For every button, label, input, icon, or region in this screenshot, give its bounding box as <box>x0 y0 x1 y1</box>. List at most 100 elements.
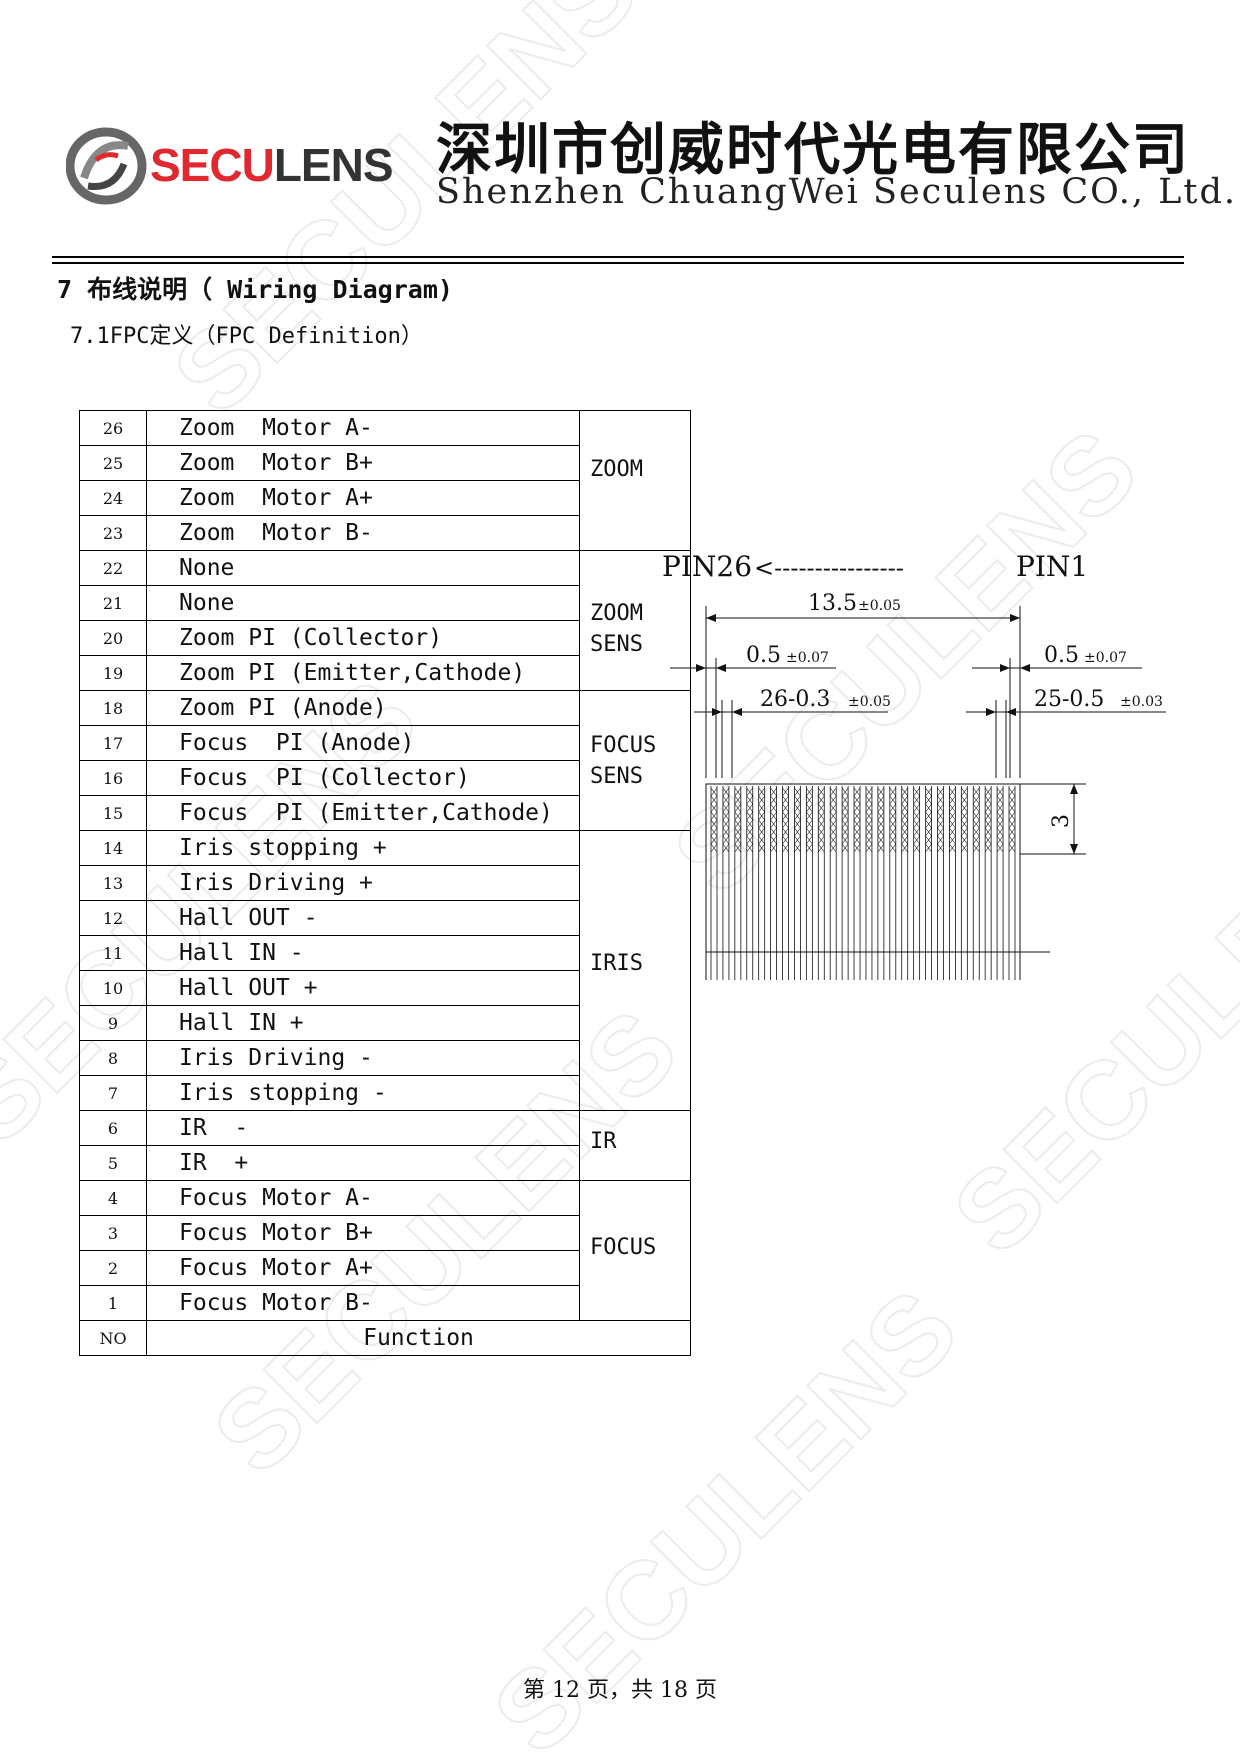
pin-function: Focus Motor A- <box>146 1180 580 1216</box>
fpc-pin <box>913 786 921 980</box>
dim-width-tol: ±0.05 <box>858 598 901 614</box>
pin-function: Iris Driving + <box>146 865 580 901</box>
pin-number: 21 <box>79 585 147 621</box>
pin-number: 20 <box>79 620 147 656</box>
header-rule <box>52 262 1184 264</box>
pin-function: Zoom PI (Anode) <box>146 690 580 726</box>
pin-number: 15 <box>79 795 147 831</box>
arrowhead <box>1010 614 1020 622</box>
pin-right-label: PIN1 <box>1016 550 1088 583</box>
pin-number: 18 <box>79 690 147 726</box>
pin-function: Zoom Motor A+ <box>146 480 580 516</box>
pin-number: 16 <box>79 760 147 796</box>
dim-pin-width-value: 26-0.3 <box>760 687 830 712</box>
pin-number: 11 <box>79 935 147 971</box>
fpc-dimension-diagram: PIN26 <---------------- PIN1 13.5 ±0.05 … <box>662 550 1166 980</box>
pin-number: 5 <box>79 1145 147 1181</box>
pin-number: 17 <box>79 725 147 761</box>
pin-number: 25 <box>79 445 147 481</box>
subsection-title: 7.1FPC定义（FPC Definition） <box>70 324 423 349</box>
pin-number: 23 <box>79 515 147 551</box>
arrowhead <box>716 664 726 672</box>
dim-pin-width-tol: ±0.05 <box>848 694 891 710</box>
fpc-connector-body <box>705 783 1021 980</box>
pin-function: IR - <box>146 1110 580 1146</box>
dim-right-margin-value: 0.5 <box>1044 643 1079 668</box>
pin-function: Focus PI (Anode) <box>146 725 580 761</box>
fpc-pin <box>817 786 825 980</box>
fpc-pin <box>948 786 956 980</box>
group-label: FOCUS <box>590 733 657 758</box>
dim-pitch-value: 25-0.5 <box>1034 687 1104 712</box>
pin-number: 8 <box>79 1040 147 1076</box>
fpc-pin <box>937 786 944 980</box>
fpc-pin <box>984 786 992 980</box>
fpc-pin <box>829 786 837 980</box>
fpc-pin <box>782 786 789 980</box>
pin-number: 7 <box>79 1075 147 1111</box>
fpc-pin <box>722 786 730 980</box>
fpc-pin <box>865 786 873 980</box>
pin-number: 10 <box>79 970 147 1006</box>
arrowhead <box>706 614 716 622</box>
pin-function: Iris Driving - <box>146 1040 580 1076</box>
dim-height-value: 3 <box>1049 814 1074 828</box>
pin-number: 22 <box>79 550 147 586</box>
pin-number: 1 <box>79 1285 147 1321</box>
fpc-pin <box>877 786 885 980</box>
dim-pitch-tol: ±0.03 <box>1120 694 1163 710</box>
pin-function: Focus PI (Collector) <box>146 760 580 796</box>
arrowhead <box>1006 708 1016 716</box>
company-name-cn: 深圳市创威时代光电有限公司 <box>436 118 1190 183</box>
arrowhead <box>986 708 996 716</box>
pin-number: 12 <box>79 900 147 936</box>
pin-function: Zoom PI (Collector) <box>146 620 580 656</box>
group-cell: IR <box>579 1110 691 1181</box>
pin-function: Hall IN + <box>146 1005 580 1041</box>
arrowhead <box>696 664 706 672</box>
pin-number: 3 <box>79 1215 147 1251</box>
pin-function: Iris stopping + <box>146 830 580 866</box>
pin-number: 2 <box>79 1250 147 1286</box>
pin-function: Hall IN - <box>146 935 580 971</box>
pin-function: Zoom Motor B- <box>146 515 580 551</box>
pin-function: Focus Motor B- <box>146 1285 580 1321</box>
group-cell: FOCUS <box>579 1180 691 1321</box>
pin-function: Iris stopping - <box>146 1075 580 1111</box>
arrowhead <box>1070 844 1078 854</box>
fpc-pin <box>710 786 718 980</box>
company-name-en: Shenzhen ChuangWei Seculens CO., Ltd. <box>436 172 1237 212</box>
logo-wordmark: SECULENS <box>150 138 393 192</box>
header-function: Function <box>146 1320 691 1356</box>
fpc-pin-array <box>710 786 1016 980</box>
header-no: NO <box>79 1320 147 1356</box>
arrowhead <box>1070 784 1078 794</box>
group-label: IR <box>590 1129 617 1154</box>
dim-right-margin-tol: ±0.07 <box>1084 650 1127 666</box>
fpc-pin <box>889 786 897 980</box>
fpc-pin <box>1008 786 1016 980</box>
pin-function: None <box>146 585 580 621</box>
pin-number: 9 <box>79 1005 147 1041</box>
fpc-pin <box>734 786 742 980</box>
group-cell: ZOOM <box>579 410 691 551</box>
pin-function: Focus Motor B+ <box>146 1215 580 1251</box>
